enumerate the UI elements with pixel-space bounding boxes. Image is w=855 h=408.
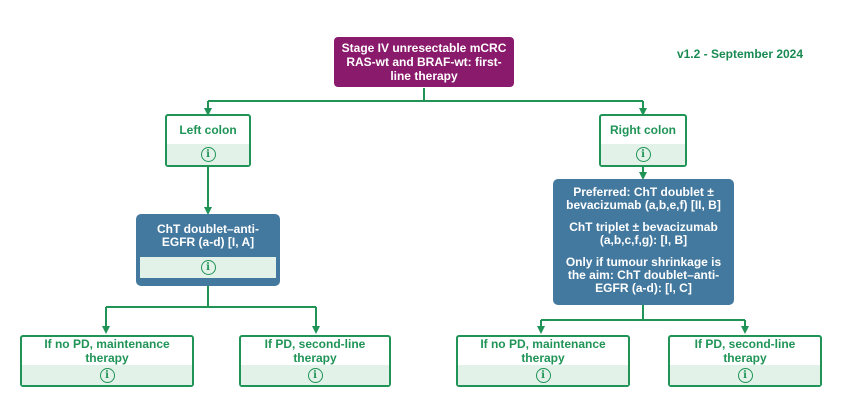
left-colon-node: Left colon i (165, 114, 251, 167)
right-pd-node: If PD, second-line therapy i (668, 335, 822, 387)
info-icon[interactable]: i (635, 147, 651, 162)
info-icon[interactable]: i (535, 367, 551, 383)
left-no-pd-node: If no PD, maintenance therapy i (20, 335, 194, 387)
info-icon[interactable]: i (200, 147, 216, 162)
info-icon[interactable]: i (200, 260, 216, 275)
right-treatment-node: Preferred: ChT doublet ± bevacizumab (a,… (553, 179, 734, 305)
right-no-pd-label: If no PD, maintenance therapy (480, 337, 606, 365)
info-icon[interactable]: i (99, 367, 115, 383)
left-pd-node: If PD, second-line therapy i (239, 335, 391, 387)
left-no-pd-label: If no PD, maintenance therapy (44, 337, 170, 365)
right-colon-node: Right colon i (599, 114, 687, 167)
info-icon[interactable]: i (307, 367, 323, 383)
root-node: Stage IV unresectable mCRC RAS-wt and BR… (334, 37, 514, 87)
right-colon-label: Right colon (610, 123, 676, 137)
right-pd-label: If PD, second-line therapy (694, 337, 796, 365)
version-label: v1.2 - September 2024 (676, 47, 804, 61)
triplet-option: ChT triplet ± bevacizumab (a,b,c,f,g): [… (569, 220, 718, 247)
left-treatment-node: ChT doublet–anti-EGFR (a-d) [I, A] i (136, 214, 280, 286)
shrinkage-option: Only if tumour shrinkage is the aim: ChT… (565, 255, 722, 295)
root-label: Stage IV unresectable mCRC RAS-wt and BR… (341, 41, 507, 83)
left-colon-label: Left colon (179, 123, 237, 137)
info-icon[interactable]: i (737, 367, 753, 383)
right-no-pd-node: If no PD, maintenance therapy i (456, 335, 630, 387)
preferred-option: Preferred: ChT doublet ± bevacizumab (a,… (566, 185, 721, 212)
left-pd-label: If PD, second-line therapy (264, 337, 366, 365)
left-treatment-label: ChT doublet–anti-EGFR (a-d) [I, A] (157, 222, 259, 249)
